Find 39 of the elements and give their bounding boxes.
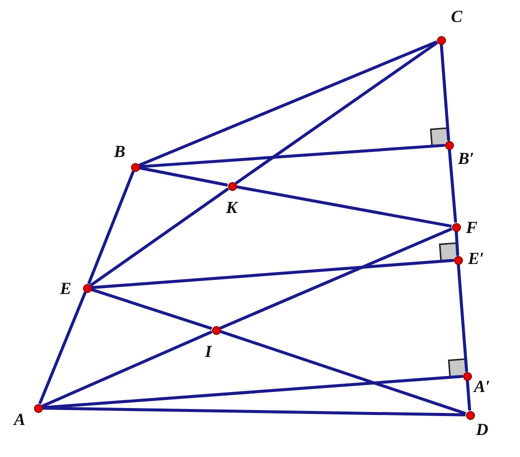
- point-label: K: [226, 199, 238, 216]
- point-label: I: [205, 343, 212, 360]
- point-label: C: [451, 8, 462, 25]
- point-dot: [130, 162, 140, 172]
- point-label: B: [114, 143, 126, 160]
- line-segment: [234, 41, 438, 185]
- point-label: B′: [458, 150, 474, 167]
- point-dot: [466, 410, 474, 420]
- line-segment: [138, 40, 438, 167]
- line-segment: [220, 227, 452, 330]
- point-dot: [212, 326, 220, 334]
- line-segment: [42, 374, 463, 410]
- line-segment: [90, 187, 230, 287]
- line-segment: [91, 258, 454, 290]
- line-segment: [38, 292, 87, 404]
- line-segment: [42, 406, 466, 416]
- point-dot: [82, 284, 92, 292]
- point-label: E: [60, 280, 72, 297]
- point-label: E′: [468, 250, 484, 267]
- line-segment: [87, 170, 135, 284]
- point-dot: [436, 36, 446, 44]
- line-segment: [220, 330, 466, 415]
- point-label: A: [14, 411, 26, 428]
- line-segment: [448, 149, 458, 223]
- line-segment: [466, 380, 472, 411]
- point-dot: [452, 222, 460, 232]
- line-segment: [139, 166, 228, 187]
- point-label: A′: [474, 378, 490, 395]
- point-dot: [34, 404, 42, 412]
- line-segment: [456, 264, 468, 372]
- line-segment: [454, 231, 460, 256]
- point-label: F: [466, 219, 478, 236]
- line-segment: [42, 330, 212, 408]
- line-segment: [236, 185, 452, 228]
- point-dot: [228, 182, 236, 190]
- line-segment: [139, 144, 445, 168]
- line-segment: [90, 288, 212, 330]
- point-label: D: [476, 421, 488, 438]
- line-segment: [440, 44, 450, 141]
